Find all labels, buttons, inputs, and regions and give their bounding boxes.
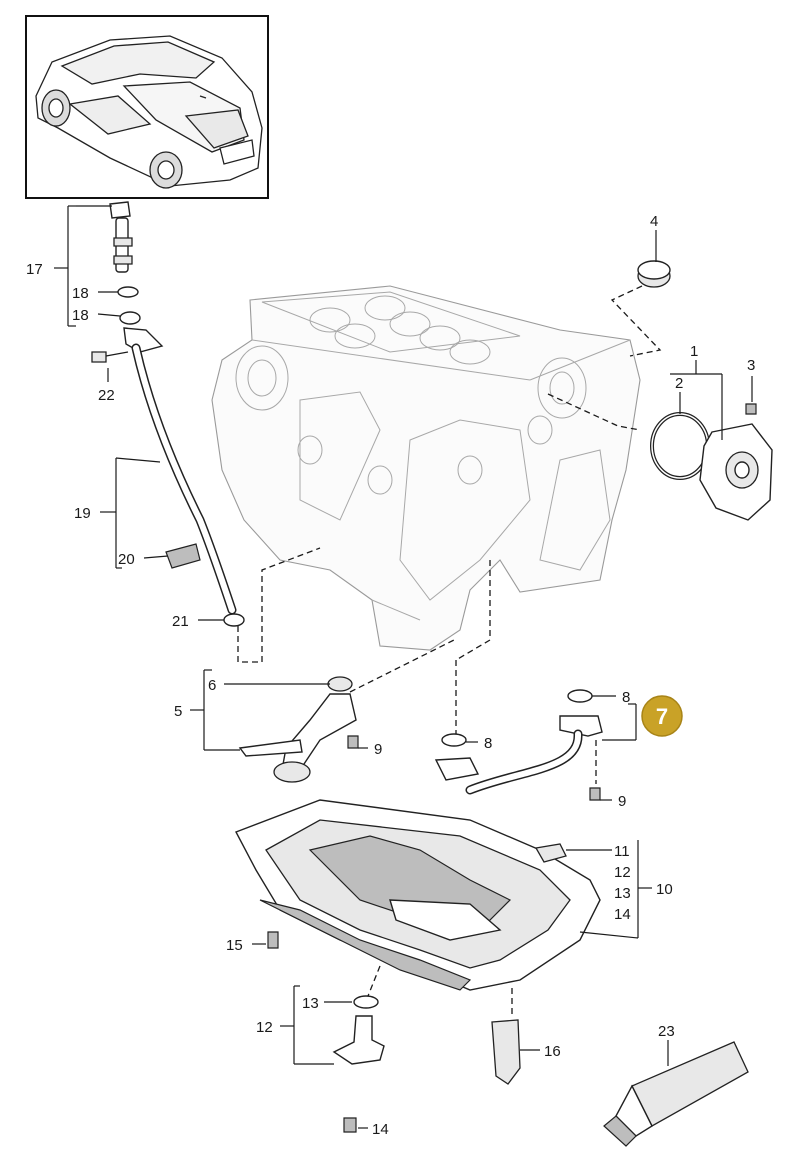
- highlight-badge-number: 7: [656, 704, 668, 729]
- callout-15: 15: [226, 937, 243, 954]
- callout-4: 4: [650, 213, 658, 230]
- callout-13-sensor: 13: [302, 995, 319, 1012]
- callout-14-pan: 14: [614, 906, 631, 923]
- callout-labels: 4 1 2 3 17 18 18 22 19 20 21 6 5 9 8 8 9…: [26, 213, 755, 1138]
- callout-17: 17: [26, 261, 43, 278]
- callout-3: 3: [747, 357, 755, 374]
- callout-14-sensor: 14: [372, 1121, 389, 1138]
- callout-12-pan: 12: [614, 864, 631, 881]
- callout-18-upper: 18: [72, 285, 89, 302]
- oil-pickup-assembly: [238, 676, 359, 783]
- vehicle-thumbnail: [25, 15, 269, 199]
- callout-12-sensor: 12: [256, 1019, 273, 1036]
- highlight-badge[interactable]: 7: [641, 695, 683, 737]
- callout-19: 19: [74, 505, 91, 522]
- dashed-connectors: [237, 285, 662, 1016]
- dipstick-assembly: [91, 201, 245, 627]
- vacuum-pump-assembly: [637, 260, 773, 521]
- callout-11: 11: [614, 843, 630, 860]
- callout-21: 21: [172, 613, 189, 630]
- callout-8-upper: 8: [622, 689, 630, 706]
- callout-18-lower: 18: [72, 307, 89, 324]
- callout-8-lower: 8: [484, 735, 492, 752]
- callout-10: 10: [656, 881, 673, 898]
- callout-13-pan: 13: [614, 885, 631, 902]
- callout-22: 22: [98, 387, 115, 404]
- sealant-tube: [603, 1041, 749, 1147]
- callout-16: 16: [544, 1043, 561, 1060]
- callout-5: 5: [174, 703, 182, 720]
- callout-1: 1: [690, 343, 698, 360]
- oil-return-pipe-assembly: [434, 689, 603, 801]
- oil-pan: [235, 799, 601, 991]
- callout-20: 20: [118, 551, 135, 568]
- callout-23: 23: [658, 1023, 675, 1040]
- engine-block: [211, 285, 641, 651]
- callout-2: 2: [675, 375, 683, 392]
- oil-sensor-assembly: [332, 995, 521, 1133]
- leader-lines: [54, 205, 753, 1129]
- callout-9-pickup: 9: [374, 741, 382, 758]
- callout-9-return: 9: [618, 793, 626, 810]
- callout-6: 6: [208, 677, 216, 694]
